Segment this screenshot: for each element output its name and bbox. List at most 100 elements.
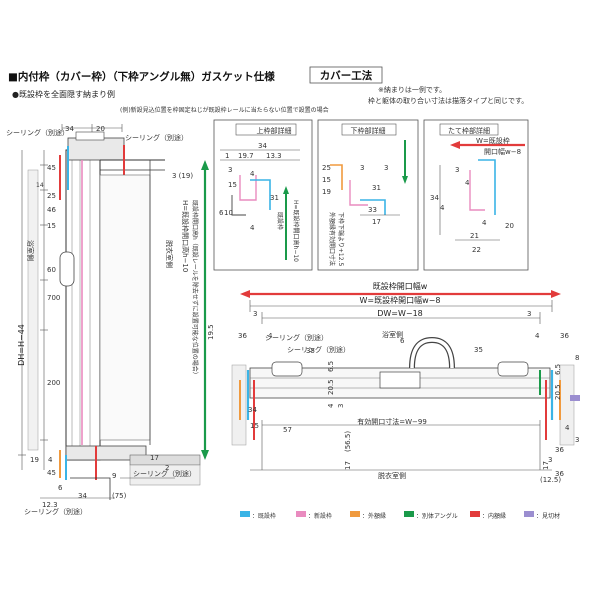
plan-d36d: 36 — [555, 470, 564, 478]
dim-3-19: 3 (19) — [172, 172, 193, 180]
dim-2: 2 — [165, 464, 169, 472]
dim-75: (75) — [112, 492, 127, 500]
detail-top-d4: 13.3 — [266, 152, 282, 160]
detail-side-title: たて枠部詳細 — [448, 126, 490, 135]
plan-d56-5: (56.5) — [344, 431, 352, 452]
vertical-section — [18, 124, 209, 500]
plan-d20-5: 20.5 — [327, 379, 335, 395]
legend-label-1: ：新設枠 — [308, 512, 332, 520]
detail-bottom-box — [317, 119, 419, 271]
legend-swatch-4 — [470, 511, 480, 517]
legend-swatch-3 — [404, 511, 414, 517]
plan-d35a: 35 — [306, 347, 315, 355]
dim-25: 25 — [47, 192, 56, 200]
plan-w-top: 既設枠開口幅w — [373, 281, 428, 291]
sealing-top-label: シーリング（別途） — [6, 128, 69, 137]
plan-w-mid: W=既設枠開口幅w−8 — [360, 295, 441, 305]
plan-d4a: 4 — [268, 332, 273, 340]
dim-45a: 45 — [47, 164, 56, 172]
detail-side-d1: 34 — [430, 194, 439, 202]
plan-d17b: 17 — [542, 461, 550, 470]
plan-yokushitsu: 浴室側 — [382, 330, 403, 339]
detail-side-d8: 4 — [482, 219, 487, 227]
dim-12-3: 12.3 — [42, 501, 58, 509]
detail-side-d7: 4 — [465, 179, 470, 187]
dim-top-34: 34 — [65, 125, 74, 133]
plan-dw: DW=W−18 — [377, 309, 423, 318]
plan-datsuishitsu: 脱衣室側 — [378, 471, 406, 480]
plan-d3a: 3 — [253, 310, 257, 318]
detail-bottom-title: 下枠部詳細 — [351, 126, 386, 135]
detail-top-d7: 15 — [228, 181, 237, 189]
dim-17: 17 — [150, 454, 159, 462]
plan-d15: 15 — [250, 422, 259, 430]
detail-side-box — [423, 119, 529, 271]
h-main-label: H=既設枠開口高h−10 — [181, 200, 190, 272]
detail-side-label2: 開口幅w−8 — [484, 147, 521, 156]
plan-d12-5: (12.5) — [540, 476, 561, 484]
legend-swatch-0 — [240, 511, 250, 517]
badge-label: カバー工法 — [320, 69, 373, 82]
subtitle: ●既設枠を全面隠す納まり例 — [12, 89, 115, 99]
detail-side-d3: 3 — [455, 166, 459, 174]
sealing-right-label: シーリング（別途） — [125, 133, 188, 142]
detail-bottom-d6: 17 — [372, 218, 381, 226]
detail-bottom-label-v: 外額縁有効開口寸法 — [328, 212, 336, 266]
legend-label-2: ：外額縁 — [362, 512, 386, 520]
plan-sealing2: シーリング（別途） — [287, 345, 350, 354]
detail-bottom-d1: 25 — [322, 164, 331, 172]
legend-label-0: ：既設枠 — [252, 512, 276, 520]
dim-60: 60 — [47, 266, 56, 274]
plan-sealing1: シーリング（別途） — [265, 333, 328, 342]
detail-top-d9: 4 — [250, 224, 255, 232]
legend-swatch-1 — [296, 511, 306, 517]
detail-top-d6: 10 — [224, 209, 233, 217]
note-2: 枠と躯体の取り合い寸法は描落タイプと同じです。 — [368, 96, 528, 105]
plan-d3e: 3 — [575, 436, 579, 444]
dim-45b: 45 — [47, 469, 56, 477]
dim-6: 6 — [58, 484, 63, 492]
sealing-bottom2-label: シーリング（別途） — [24, 507, 87, 516]
detail-top-box — [213, 119, 313, 271]
dim-9: 9 — [112, 472, 116, 480]
detail-top-title: 上枠部詳細 — [257, 126, 292, 135]
legend-label-3: ：別体アングル — [416, 512, 458, 520]
handle-side — [59, 251, 75, 287]
detail-bottom-d2: 15 — [322, 176, 331, 184]
plan-d4b: 4 — [535, 332, 540, 340]
plan-d57: 57 — [283, 426, 292, 434]
page-title: ■内付枠（カバー枠）（下枠アングル無）ガスケット仕様 — [8, 70, 275, 83]
plan-d4d: 4 — [565, 424, 570, 432]
plan-d8: 8 — [575, 354, 579, 362]
legend-swatch-5 — [524, 511, 534, 517]
left-note: (例)新設見込位置を枠固定ねじが既設枠レールに当たらない位置で設置の場合 — [120, 106, 329, 114]
plan-d36c: 36 — [555, 446, 564, 454]
detail-side-label1: W=既設枠 — [476, 136, 510, 145]
detail-side-d6: 22 — [472, 246, 481, 254]
h-sub-label: 既設枠開口高h（既設レールを除去せずに設置可能な位置の場合） — [191, 200, 199, 378]
sealing-bottom-label: シーリング（別途） — [133, 469, 196, 478]
dim-200: 200 — [47, 379, 60, 387]
plan-d35b: 35 — [474, 346, 483, 354]
dim-34b: 34 — [78, 492, 87, 500]
h-val-label: 19.5 — [207, 324, 215, 340]
dim-700: 700 — [47, 294, 60, 302]
legend-label-5: ：見切材 — [536, 512, 560, 520]
detail-top-d8: 31 — [270, 194, 279, 202]
dim-19: 19 — [30, 456, 39, 464]
plan-d6-5: 6.5 — [327, 361, 335, 372]
legend: ：既設枠 ：新設枠 ：外額縁 ：別体アングル ：内額縁 ：見切材 — [240, 511, 560, 520]
plan-d17a: 17 — [344, 461, 352, 470]
detail-top-d11: 3 — [228, 166, 232, 174]
dim-15: 15 — [47, 222, 56, 230]
plan-d20-5b: 20.5 — [554, 384, 562, 400]
detail-side-d5: 21 — [470, 232, 479, 240]
detail-bottom-d3: 19 — [322, 188, 331, 196]
detail-top-d3: 19.7 — [238, 152, 254, 160]
datsuishitsu-vertical: 脱衣室側 — [165, 240, 174, 268]
dh-label: DH=H−44 — [17, 324, 26, 366]
legend-swatch-2 — [350, 511, 360, 517]
detail-side-d4: 20 — [505, 222, 514, 230]
badge-box — [309, 66, 383, 84]
plan-d3c: 3 — [337, 404, 345, 408]
